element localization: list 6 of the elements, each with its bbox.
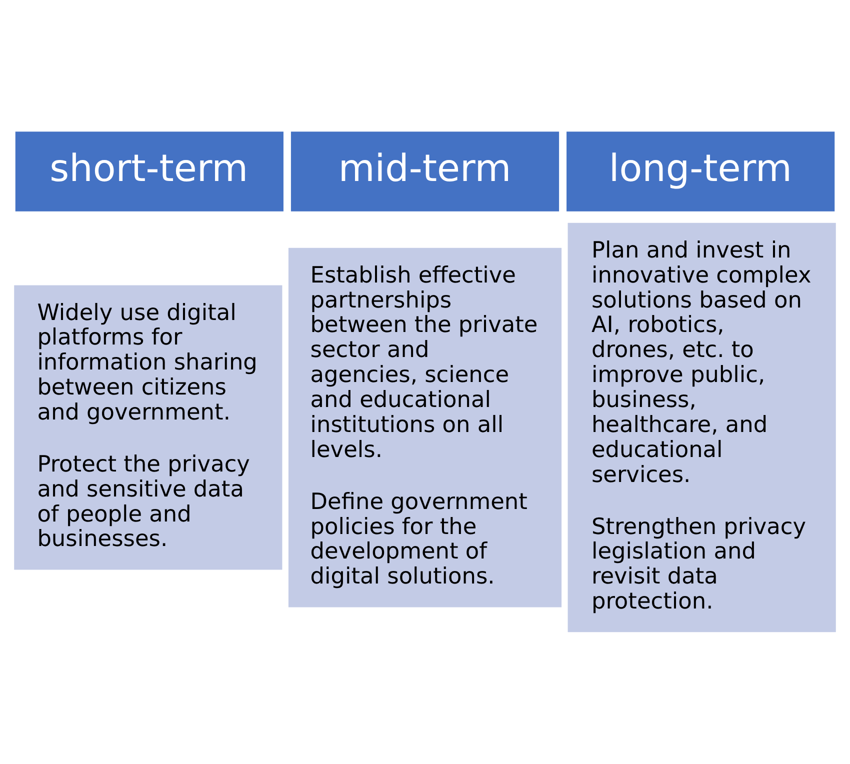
node-box: Establish effective partnerships between the private sector and agencies, science and educational institutions on all levels. Define government policies for the development of digital solutions. bbox=[287, 246, 563, 608]
node-box: short-term bbox=[14, 130, 285, 213]
node-box: Widely use digital platforms for information sharing between citizens and government. Protect the privacy and sensitive data of people and businesses. bbox=[12, 284, 284, 572]
node-box: Plan and invest in innovative complex solutions based on AI, robotics, drones, etc. to improve public, business, healthcare, and educational services. Strengthen privacy legislation and revisit data protection. bbox=[566, 222, 838, 634]
node-box: long-term bbox=[565, 130, 836, 213]
node-box: mid-term bbox=[290, 130, 560, 213]
